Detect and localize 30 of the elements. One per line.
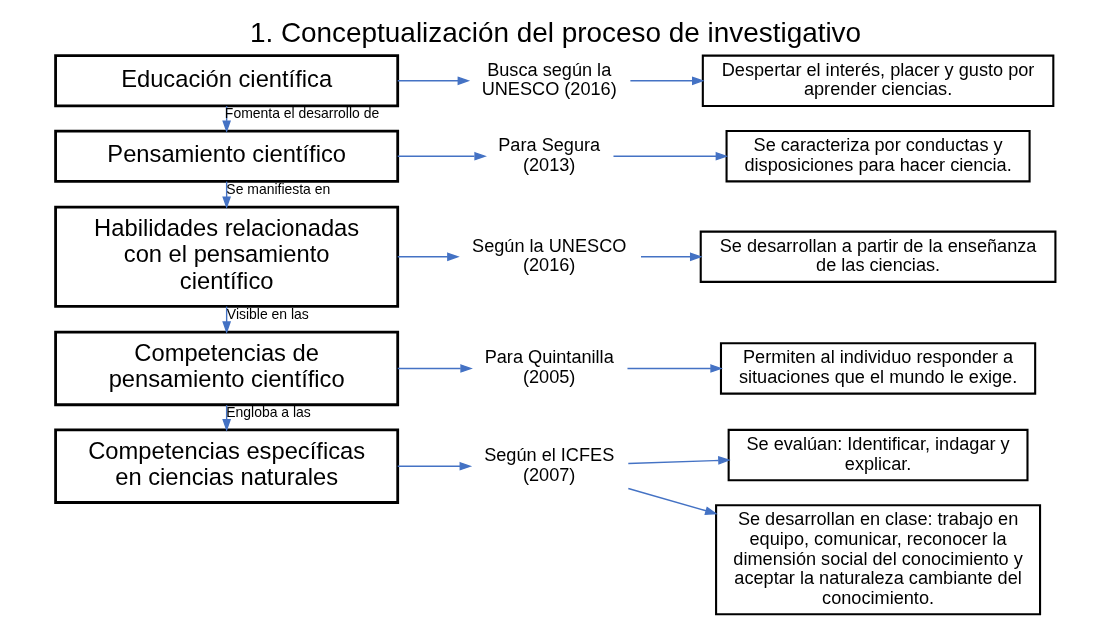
node-box: Competencias de pensamiento científico — [53, 330, 399, 407]
node-text: Para Quintanilla (2005) — [484, 347, 614, 387]
node-box: Despertar el interés, placer y gusto por aprender ciencias. — [701, 54, 1054, 107]
arrow — [396, 461, 472, 471]
node-box: Se desarrollan a partir de la enseñanza de las ciencias. — [699, 230, 1056, 283]
arrow — [639, 252, 703, 262]
arrow — [396, 252, 460, 262]
arrow — [396, 151, 487, 161]
arrow — [629, 76, 705, 86]
arrow — [627, 456, 731, 465]
edge-label: Se manifiesta en — [225, 180, 330, 197]
node-box: Competencias específicas en ciencias naturales — [53, 428, 399, 504]
arrow — [626, 364, 723, 373]
node-text: Según la UNESCO (2016) — [471, 235, 626, 276]
arrow — [396, 76, 470, 86]
node-box: Pensamiento científico — [53, 129, 399, 183]
node-box: Se evalúan: Identificar, indagar y explicar. — [727, 428, 1029, 482]
arrow — [396, 364, 473, 373]
edge-label: Visible en las — [226, 305, 309, 322]
diagram-title: 1. Conceptualización del proceso de investigativo — [249, 16, 861, 48]
node-text: Según el ICFES (2007) — [483, 445, 614, 485]
node-box: Habilidades relacionadas con el pensamiento científico — [53, 205, 399, 308]
arrow — [612, 151, 728, 161]
node-text: Busca según la UNESCO (2016) — [481, 59, 617, 100]
node-text: Para Segura (2013) — [497, 135, 600, 175]
node-box: Educación científica — [53, 54, 399, 108]
node-box: Se caracteriza por conductas y disposiciones para hacer ciencia. — [725, 130, 1031, 183]
node-box: Se desarrollan en clase: trabajo en equipo, comunicar, reconocer la dimensión social del conocimiento y aceptar la naturaleza cambiante del conocimiento. — [714, 504, 1041, 616]
arrow — [627, 487, 718, 515]
node-box: Permiten al individuo responder a situaciones que el mundo le exige. — [719, 342, 1036, 395]
